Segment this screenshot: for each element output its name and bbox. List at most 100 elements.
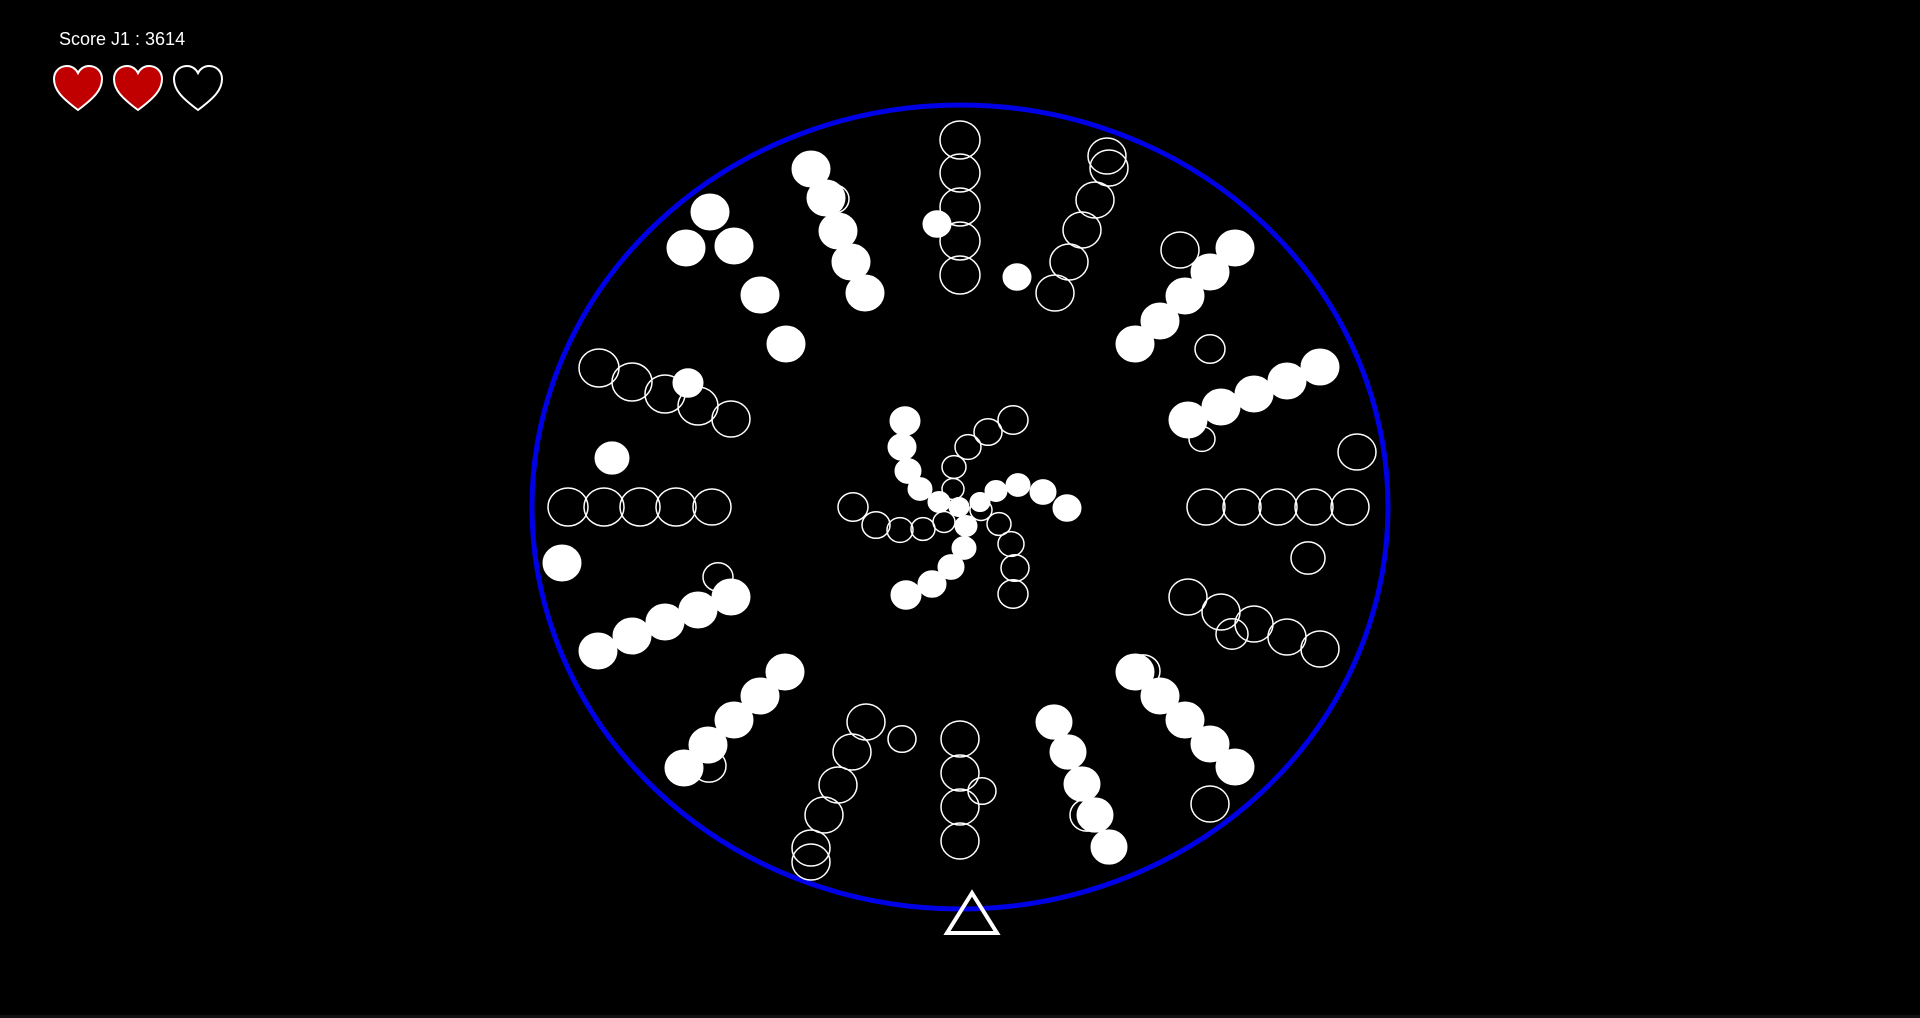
filled-ball bbox=[831, 243, 871, 281]
filled-ball bbox=[1140, 302, 1180, 340]
hollow-ball bbox=[1160, 231, 1200, 269]
hollow-ball bbox=[939, 120, 981, 160]
filled-ball bbox=[1029, 479, 1057, 505]
hollow-ball bbox=[997, 405, 1029, 435]
hollow-ball bbox=[702, 562, 734, 592]
filled-ball bbox=[711, 578, 751, 616]
filled-ball bbox=[890, 580, 922, 610]
filled-ball bbox=[1190, 725, 1230, 763]
heart-icon bbox=[172, 64, 224, 112]
filled-ball bbox=[678, 591, 718, 629]
filled-ball bbox=[806, 179, 846, 217]
filled-ball bbox=[690, 193, 730, 231]
filled-ball bbox=[1115, 653, 1155, 691]
hollow-ball bbox=[1215, 618, 1249, 650]
filled-ball bbox=[672, 368, 704, 398]
hollow-ball bbox=[692, 488, 732, 526]
filled-ball bbox=[954, 515, 978, 537]
hollow-ball bbox=[611, 362, 653, 402]
hollow-ball bbox=[767, 326, 803, 360]
filled-ball bbox=[1300, 348, 1340, 386]
hollow-ball bbox=[940, 720, 980, 758]
hollow-ball bbox=[691, 749, 727, 783]
heart-icon bbox=[52, 64, 104, 112]
hollow-ball bbox=[973, 417, 1003, 447]
hollow-ball bbox=[940, 822, 980, 860]
hollow-ball bbox=[1069, 798, 1105, 832]
hollow-ball bbox=[804, 796, 844, 834]
hollow-ball bbox=[1290, 541, 1326, 575]
hollow-ball bbox=[1337, 433, 1377, 471]
hollow-ball bbox=[932, 510, 956, 534]
filled-ball bbox=[969, 492, 991, 512]
filled-ball bbox=[1076, 797, 1114, 833]
hollow-ball bbox=[967, 776, 997, 806]
hollow-ball bbox=[791, 843, 831, 881]
hollow-ball bbox=[1000, 553, 1030, 583]
hollow-ball bbox=[997, 579, 1029, 609]
hollow-ball bbox=[1062, 211, 1102, 249]
hollow-ball bbox=[1194, 334, 1226, 364]
filled-ball bbox=[740, 677, 780, 715]
filled-ball bbox=[1052, 494, 1082, 522]
filled-ball bbox=[740, 276, 780, 314]
heart-icon bbox=[112, 64, 164, 112]
hollow-ball bbox=[1330, 488, 1370, 526]
filled-ball bbox=[542, 544, 582, 582]
hollow-ball bbox=[837, 492, 869, 522]
hollow-ball bbox=[939, 255, 981, 295]
filled-ball bbox=[937, 554, 965, 580]
hollow-ball bbox=[939, 221, 981, 261]
hollow-ball bbox=[1089, 149, 1129, 187]
hollow-ball bbox=[818, 184, 850, 214]
filled-ball bbox=[594, 441, 630, 475]
filled-ball bbox=[1115, 325, 1155, 363]
hollow-ball bbox=[886, 516, 914, 544]
hollow-ball bbox=[986, 511, 1012, 537]
hollow-ball bbox=[1087, 137, 1127, 175]
filled-ball bbox=[948, 497, 970, 517]
filled-ball bbox=[765, 653, 805, 691]
hollow-ball bbox=[1222, 488, 1262, 526]
filled-ball bbox=[927, 491, 951, 513]
filled-ball bbox=[1165, 701, 1205, 739]
filled-ball bbox=[1049, 734, 1087, 770]
filled-ball bbox=[666, 229, 706, 267]
hollow-ball bbox=[1300, 630, 1340, 668]
hollow-ball bbox=[940, 754, 980, 792]
hollow-ball bbox=[941, 477, 965, 501]
hollow-ball bbox=[941, 454, 967, 480]
filled-ball bbox=[887, 433, 917, 461]
hollow-ball bbox=[1035, 274, 1075, 312]
hollow-ball bbox=[791, 829, 831, 867]
filled-ball bbox=[1190, 253, 1230, 291]
lives-indicator bbox=[52, 64, 224, 114]
filled-ball bbox=[907, 477, 933, 501]
player-ship[interactable] bbox=[943, 889, 1001, 935]
hollow-ball bbox=[547, 487, 589, 527]
hollow-ball bbox=[1258, 488, 1298, 526]
filled-ball bbox=[766, 325, 806, 363]
filled-ball bbox=[1168, 401, 1208, 439]
filled-ball bbox=[645, 603, 685, 641]
filled-ball bbox=[1063, 766, 1101, 802]
hollow-ball bbox=[655, 487, 697, 527]
score-label: Score J1 : 3614 bbox=[59, 29, 186, 49]
filled-ball bbox=[984, 480, 1008, 502]
filled-ball bbox=[1267, 362, 1307, 400]
hollow-ball bbox=[711, 400, 751, 438]
hollow-ball bbox=[1188, 425, 1216, 453]
filled-ball bbox=[1215, 748, 1255, 786]
filled-ball bbox=[1035, 704, 1073, 740]
filled-ball bbox=[845, 274, 885, 312]
filled-ball bbox=[1002, 263, 1032, 291]
hollow-ball bbox=[969, 498, 993, 522]
hollow-ball bbox=[997, 530, 1025, 558]
hollow-ball bbox=[1168, 578, 1208, 616]
filled-ball bbox=[922, 210, 952, 238]
hollow-ball bbox=[583, 487, 625, 527]
filled-ball bbox=[917, 570, 947, 598]
filled-ball bbox=[612, 617, 652, 655]
hollow-ball bbox=[578, 348, 620, 388]
